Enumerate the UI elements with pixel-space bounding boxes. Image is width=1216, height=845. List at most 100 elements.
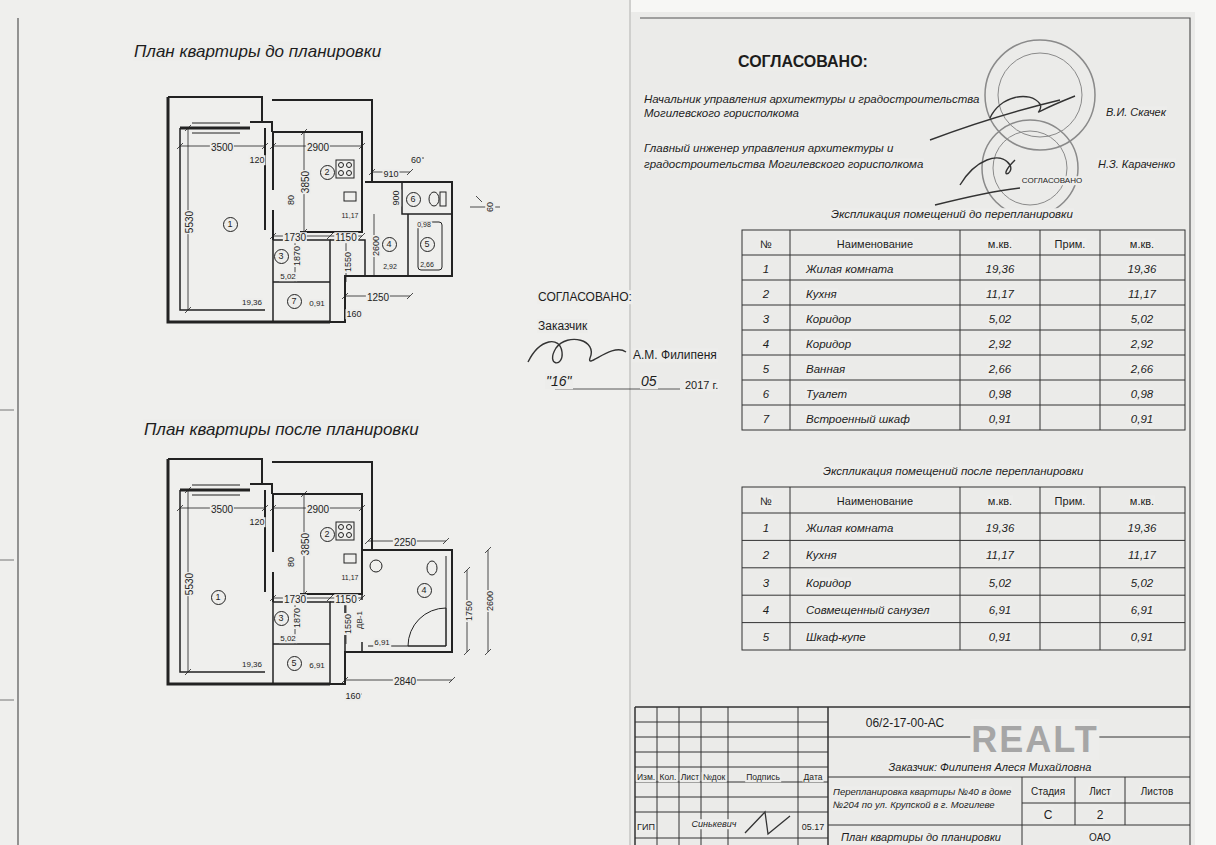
label-holder: 1150 (334, 589, 358, 607)
label-holder: 1750 (458, 600, 476, 622)
label-holder: 1730 (283, 589, 307, 607)
table-border (742, 230, 1185, 430)
label-holder: м.кв. (987, 234, 1013, 252)
wall (180, 127, 250, 130)
label-holder: 11,17 (1127, 284, 1157, 302)
table-header: Наименование (836, 238, 914, 250)
dimension-label: 2600 (371, 235, 381, 257)
table-cell: 3 (762, 577, 770, 589)
title-block-cell: 2 (1096, 808, 1105, 822)
table-cell: 2,92 (988, 338, 1012, 350)
title-block-cell: Лист (1088, 786, 1112, 797)
dimension-label: 5530 (184, 572, 195, 596)
label-holder: А.М. Филипеня (632, 345, 718, 363)
table-cell: 0,98 (988, 388, 1012, 400)
approval-role: градостроительства Могилевского гориспол… (643, 158, 924, 170)
table-cell: 1 (762, 522, 770, 534)
label-holder: Жилая комната (805, 518, 894, 536)
toilet-tank (440, 192, 446, 206)
dimension-line (295, 240, 346, 282)
label-holder: СОГЛАСОВАНО: (737, 53, 869, 71)
room-number-circle: 3 (274, 249, 289, 264)
room-number: 1 (215, 593, 220, 602)
sink-symbol (344, 192, 356, 201)
dimension-label: 1550 (343, 251, 353, 273)
label-holder: Синькевич (691, 813, 738, 831)
table-border (742, 487, 1185, 650)
partition (402, 182, 452, 276)
dimension-label: 1750 (464, 600, 474, 622)
outer-wall (272, 462, 372, 550)
room-number: 4 (386, 240, 391, 249)
label-holder: 1550 (337, 613, 355, 635)
stamp (993, 131, 1067, 205)
title-block-cell: Изм. (636, 772, 656, 782)
label-holder: 5 (762, 628, 770, 646)
inner-wall (180, 490, 265, 672)
label-holder: 0,91 (1130, 409, 1154, 427)
table-lines (742, 230, 1185, 430)
table-cell: 6 (762, 388, 770, 400)
label-holder: 1250 (366, 287, 390, 305)
table-cell: 3 (762, 313, 770, 325)
wall (250, 122, 272, 132)
label-holder: Коридор (805, 309, 852, 327)
paper-fold (629, 0, 631, 845)
label-holder: 5,02 (1130, 573, 1154, 591)
stove-burner (339, 163, 344, 168)
label-holder: 120 (248, 149, 265, 167)
table-cell: 4 (762, 604, 770, 616)
room-number-circle: 6 (406, 192, 421, 207)
dimension-label: 1250 (366, 292, 390, 303)
window (192, 123, 240, 133)
table-header: Прим. (1054, 495, 1087, 507)
area-label: 0,98 (416, 221, 432, 228)
label-holder: 160 (344, 685, 361, 703)
signature (745, 812, 790, 834)
door-mark: ДВ-1 (355, 610, 364, 630)
label-holder: 11,17 (341, 566, 360, 584)
label-holder: 19,36 (985, 259, 1016, 277)
dimension-label: 910 (382, 169, 399, 179)
title-block-cell: Кол. (659, 772, 678, 782)
stove-burner (347, 533, 352, 538)
area-label: 11,17 (341, 574, 360, 581)
title-block-cell: Стадия (1030, 786, 1066, 797)
label-holder: 19,36 (241, 291, 263, 309)
label-holder: 3 (762, 573, 770, 591)
table-cell: 0,98 (1130, 388, 1154, 400)
label-holder: ГИП (636, 816, 656, 834)
dimension-label: 2840 (393, 676, 417, 687)
table-cell: 11,17 (1127, 549, 1157, 561)
dimension-label: 60 (485, 201, 495, 213)
dimension-label: 120 (248, 517, 265, 527)
room-number: 3 (278, 252, 283, 261)
room-number-circle: 4 (382, 237, 397, 252)
label-holder: 6,91 (1130, 600, 1154, 618)
toilet-symbol (427, 561, 437, 575)
bath-block-wall (330, 182, 452, 322)
label-holder: № (759, 234, 773, 252)
label-holder: 2,66 (988, 359, 1012, 377)
window (192, 485, 240, 495)
area-label: 6,91 (373, 638, 391, 647)
outer-wall (168, 97, 330, 322)
room-number: 7 (291, 297, 296, 306)
label-holder: градостроительства Могилевского гориспол… (643, 154, 924, 172)
table-cell: 5,02 (988, 577, 1012, 589)
table-cell: Коридор (805, 313, 852, 325)
signature-name: Н.З. Караченко (1097, 158, 1176, 170)
label-holder: 19,36 (241, 653, 263, 671)
table-heading: Экспликация помещений после перепланиров… (822, 465, 1085, 477)
label-holder: 1870 (286, 245, 304, 267)
label-holder: План квартиры до планировки (133, 43, 382, 62)
table-cell: Кухня (805, 288, 838, 300)
label-holder: 120 (248, 511, 265, 529)
dimension-label: 1550 (343, 613, 353, 635)
label-holder: С (1043, 805, 1054, 823)
dimension-label: 160 (344, 691, 361, 701)
plan-before-left (168, 97, 365, 322)
table-cell: Встроенный шкаф (805, 413, 911, 425)
table-cell: 11,17 (1127, 288, 1157, 300)
